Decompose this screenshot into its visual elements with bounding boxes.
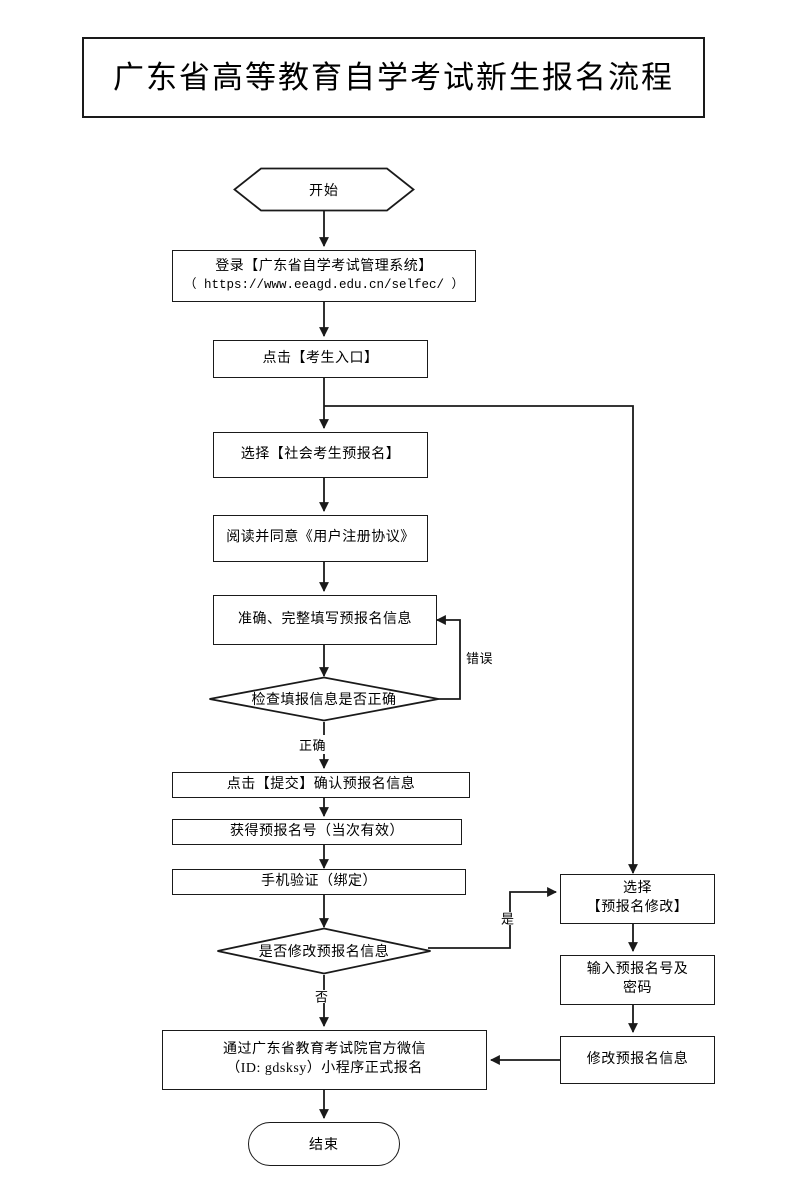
- node-click-entry-label: 点击【考生入口】: [262, 350, 379, 366]
- node-check-decision-label: 检查填报信息是否正确: [251, 693, 397, 708]
- node-login[interactable]: 登录【广东省自学考试管理系统】 （ https://www.eeagd.edu.…: [172, 250, 476, 302]
- node-read-agree-label: 阅读并同意《用户注册协议》: [226, 530, 415, 546]
- node-start[interactable]: 开始: [233, 167, 415, 212]
- node-select-modify-line2: 【预报名修改】: [586, 900, 689, 915]
- node-fill-info[interactable]: 准确、完整填写预报名信息: [213, 595, 437, 645]
- diamond-shape: [217, 927, 431, 975]
- edge-label-correct: 正确: [298, 735, 328, 754]
- edge-label-yes: 是: [496, 912, 517, 925]
- node-get-number[interactable]: 获得预报名号（当次有效）: [172, 819, 462, 845]
- node-select-modify[interactable]: 选择 【预报名修改】: [560, 874, 715, 924]
- node-modify-decision[interactable]: 是否修改预报名信息: [216, 927, 432, 975]
- node-submit-confirm[interactable]: 点击【提交】确认预报名信息: [172, 772, 470, 798]
- node-start-label: 开始: [309, 183, 339, 199]
- node-check-decision[interactable]: 检查填报信息是否正确: [208, 676, 440, 722]
- node-input-number[interactable]: 输入预报名号及 密码: [560, 955, 715, 1005]
- node-login-line1: 登录【广东省自学考试管理系统】: [215, 259, 433, 275]
- node-select-pre-reg-label: 选择【社会考生预报名】: [240, 446, 401, 462]
- edge-label-error: 错误: [465, 648, 495, 667]
- node-end[interactable]: 结束: [248, 1122, 400, 1166]
- node-end-label: 结束: [309, 1138, 339, 1153]
- node-select-modify-line1: 选择: [623, 881, 652, 897]
- chart-title: 广东省高等教育自学考试新生报名流程: [113, 60, 674, 95]
- node-wechat-line2: （ID: gdsksy）小程序正式报名: [226, 1061, 423, 1076]
- node-submit-confirm-label: 点击【提交】确认预报名信息: [226, 776, 416, 792]
- node-modify-info-label: 修改预报名信息: [586, 1051, 689, 1067]
- node-read-agree[interactable]: 阅读并同意《用户注册协议》: [213, 515, 428, 562]
- edge-decision-yes: [428, 887, 557, 949]
- node-login-url: （ https://www.eeagd.edu.cn/selfec/ ）: [183, 278, 465, 292]
- node-get-number-label: 获得预报名号（当次有效）: [230, 823, 404, 839]
- node-phone-verify-label: 手机验证（绑定）: [261, 873, 377, 889]
- node-select-pre-reg[interactable]: 选择【社会考生预报名】: [213, 432, 428, 478]
- node-fill-info-label: 准确、完整填写预报名信息: [238, 611, 412, 627]
- node-input-number-line2: 密码: [623, 981, 652, 996]
- hexagon-shape: [233, 167, 415, 212]
- node-phone-verify[interactable]: 手机验证（绑定）: [172, 869, 466, 895]
- diamond-shape: [209, 676, 439, 722]
- edge-label-no: 否: [310, 990, 331, 1003]
- node-wechat-line1: 通过广东省教育考试院官方微信: [223, 1042, 426, 1058]
- node-click-entry[interactable]: 点击【考生入口】: [213, 340, 428, 378]
- chart-title-box: 广东省高等教育自学考试新生报名流程: [82, 37, 705, 118]
- node-modify-info[interactable]: 修改预报名信息: [560, 1036, 715, 1084]
- node-modify-decision-label: 是否修改预报名信息: [258, 945, 390, 960]
- node-wechat-register[interactable]: 通过广东省教育考试院官方微信 （ID: gdsksy）小程序正式报名: [162, 1030, 487, 1090]
- node-input-number-line1: 输入预报名号及: [586, 962, 689, 978]
